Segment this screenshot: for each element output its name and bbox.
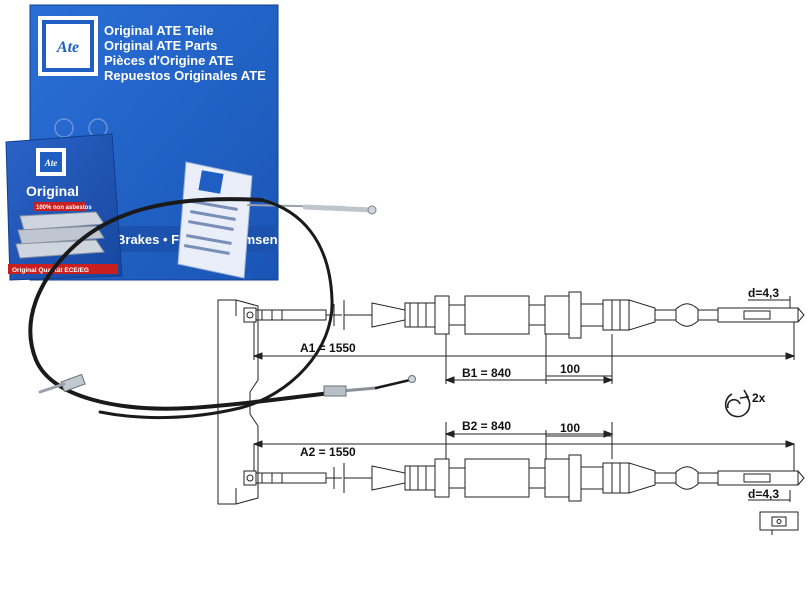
svg-text:Ate: Ate <box>56 39 79 56</box>
pad-box-strip: 100% non asbestos <box>36 205 92 211</box>
dimension-100-bottom: 100 <box>560 421 580 435</box>
ate-parts-box: Ate Original ATE Teile Original ATE Part… <box>29 4 333 281</box>
dimension-a2: A2 = 1550 <box>300 445 356 459</box>
technical-drawing <box>217 291 805 535</box>
instruction-leaflet <box>177 161 253 279</box>
cross-section-icon <box>759 511 799 535</box>
brake-cable-photo <box>28 197 416 420</box>
package-line-1: Original ATE Teile <box>104 23 214 38</box>
circlip-rotation-icon <box>724 389 751 418</box>
package-line-2: Original ATE Parts <box>104 38 217 53</box>
watermark-icon <box>54 118 74 138</box>
pad-box-title: Original <box>26 183 79 199</box>
dimension-100-top: 100 <box>560 362 580 376</box>
brake-pad-box: Ate Original 100% non asbestos Original … <box>5 133 123 281</box>
package-line-4: Repuestos Originales ATE <box>104 68 266 83</box>
dimension-b2: B2 = 840 <box>462 419 511 433</box>
dimension-b1: B1 = 840 <box>462 366 511 380</box>
dimension-a1: A1 = 1550 <box>300 341 356 355</box>
package-line-3: Pièces d'Origine ATE <box>104 53 234 68</box>
dimension-lines-bottom <box>252 422 796 502</box>
quantity-label: 2x <box>752 391 766 405</box>
cable-assembly-bottom <box>243 454 805 502</box>
dimension-lines-top <box>252 296 796 384</box>
diameter-bottom: d=4,3 <box>748 487 779 501</box>
svg-text:Ate: Ate <box>44 158 58 168</box>
ate-logo: Ate <box>38 16 98 76</box>
cable-assembly-top <box>243 291 805 339</box>
diameter-top: d=4,3 <box>748 286 779 300</box>
